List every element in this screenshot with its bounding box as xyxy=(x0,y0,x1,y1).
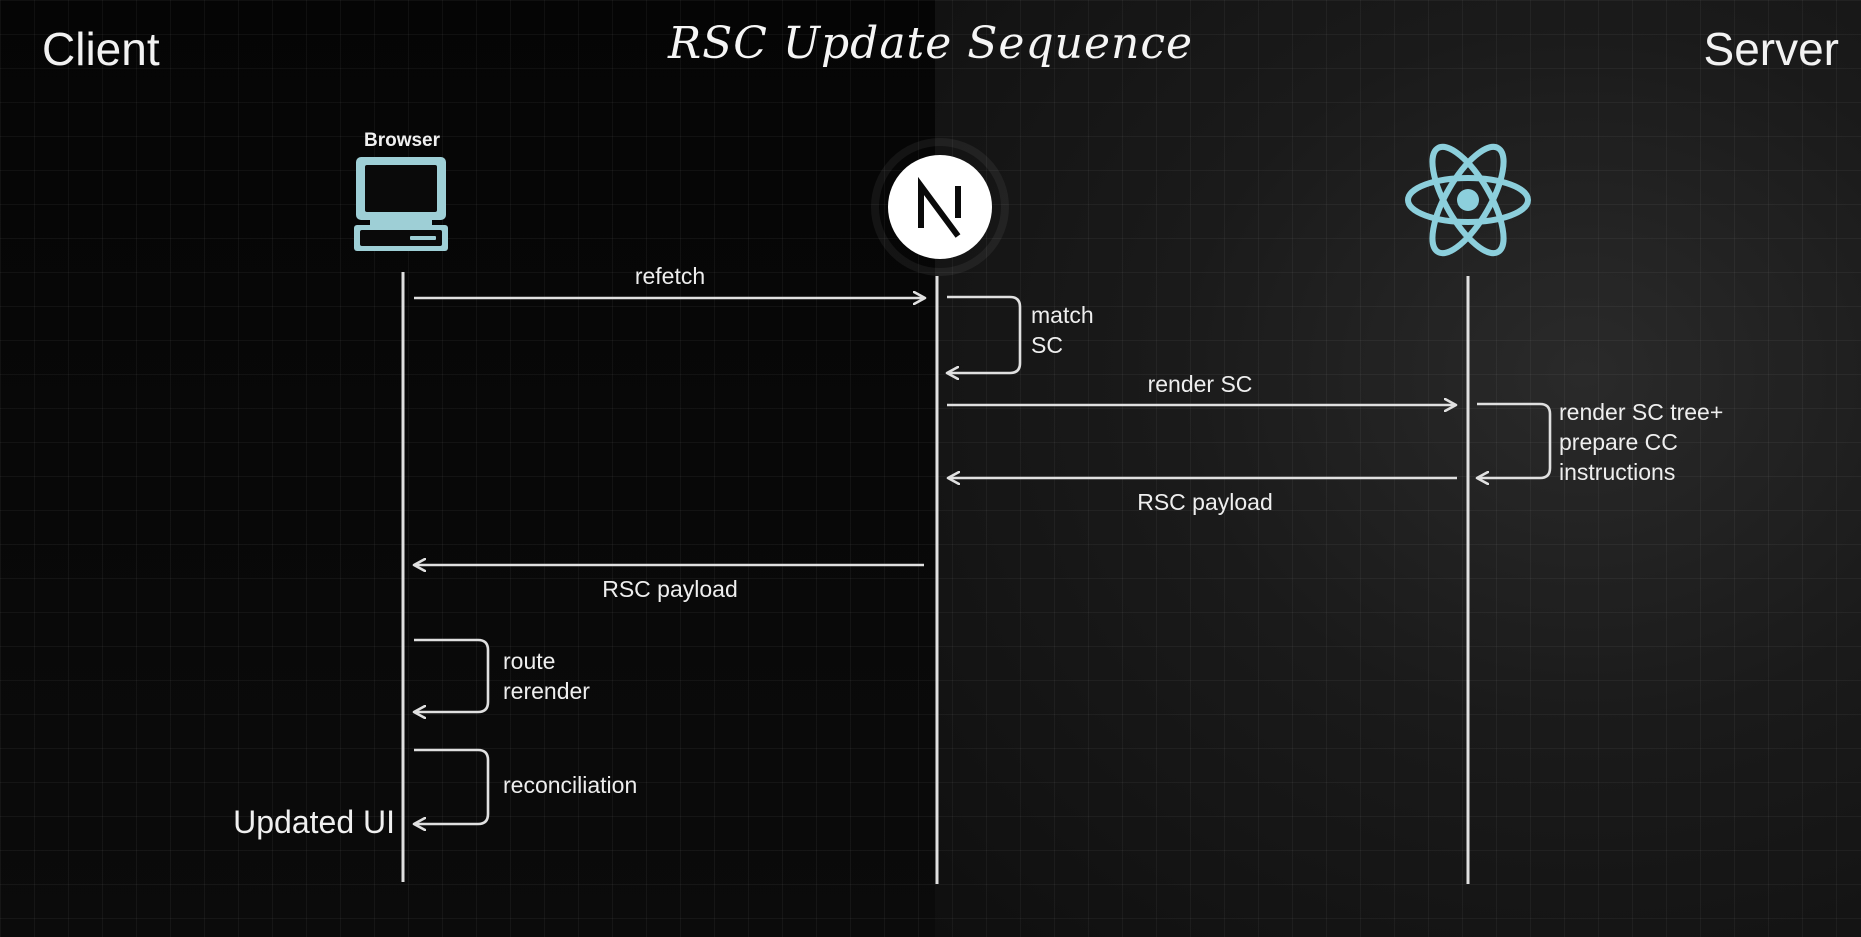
reconciliation-loop-arrow xyxy=(414,748,490,824)
client-side-label: Client xyxy=(42,23,160,75)
diagram-title: RSC Update Sequence xyxy=(667,18,1194,69)
rsc-payload-client-label: RSC payload xyxy=(602,576,738,602)
browser-participant-label: Browser xyxy=(363,130,441,151)
render-sc-tree-loop-arrow xyxy=(1477,402,1552,478)
refetch-label: refetch xyxy=(634,263,706,289)
render-sc-label: render SC xyxy=(1147,371,1253,397)
browser-monitor-icon xyxy=(354,157,448,251)
server-zone xyxy=(935,0,1861,937)
server-side-label: Server xyxy=(1703,23,1839,75)
route-rerender-label: route rerender xyxy=(503,648,590,704)
render-sc-tree-label: render SC tree+ prepare CC instructions xyxy=(1559,399,1724,485)
nextjs-logo-icon xyxy=(871,138,1009,276)
client-zone xyxy=(0,0,935,937)
match-sc-loop-arrow xyxy=(947,295,1022,373)
react-logo-icon xyxy=(1405,143,1531,257)
updated-ui-label: Updated UI xyxy=(233,804,395,840)
match-sc-label: match SC xyxy=(1031,302,1094,358)
reconciliation-label: reconciliation xyxy=(503,772,638,798)
route-rerender-loop-arrow xyxy=(414,638,490,712)
rsc-payload-server-label: RSC payload xyxy=(1137,489,1273,515)
